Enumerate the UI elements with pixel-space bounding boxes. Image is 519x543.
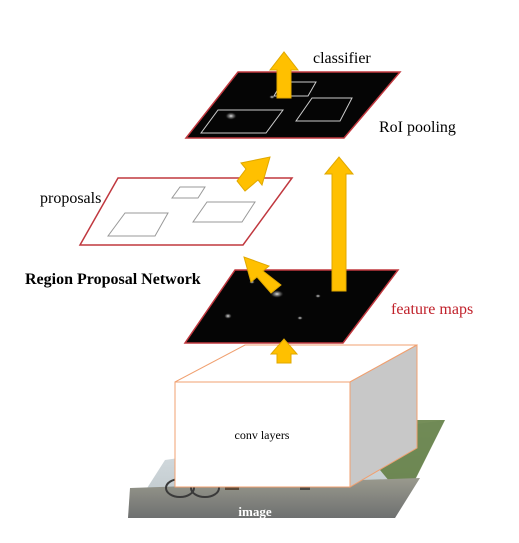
roi-pooling-plane	[184, 71, 402, 139]
roi-pooling-label: RoI pooling	[379, 119, 456, 136]
activation-spot	[224, 313, 232, 319]
activation-spot	[269, 95, 275, 99]
activation-spot	[315, 294, 321, 298]
feature-maps-label: feature maps	[391, 301, 473, 318]
road-area	[128, 478, 420, 518]
arrow-rpn	[243, 256, 282, 294]
arrow-conv-to-features	[269, 338, 299, 364]
activation-spot	[225, 112, 237, 120]
activation-spot	[270, 290, 284, 298]
proposal-box	[192, 201, 256, 223]
proposals-plane	[78, 177, 294, 246]
feature-maps-plane	[183, 269, 400, 344]
conv-box-front	[174, 381, 351, 488]
rpn-label: Region Proposal Network	[25, 271, 201, 288]
arrows	[236, 51, 355, 364]
classifier-label: classifier	[313, 50, 371, 67]
roi-box	[200, 109, 284, 134]
arrow-to-classifier	[268, 51, 300, 99]
image-label: image	[238, 504, 271, 519]
proposal-box	[171, 186, 206, 199]
conv-layers-block: conv layers	[174, 344, 418, 488]
proposals-label: proposals	[40, 190, 101, 207]
arrow-proposals-to-roi	[236, 156, 271, 192]
roi-box	[295, 97, 353, 122]
proposal-box	[107, 212, 169, 237]
arrow-features-to-roi	[323, 156, 355, 292]
conv-layers-label: conv layers	[235, 428, 290, 442]
activation-spot	[297, 316, 303, 320]
